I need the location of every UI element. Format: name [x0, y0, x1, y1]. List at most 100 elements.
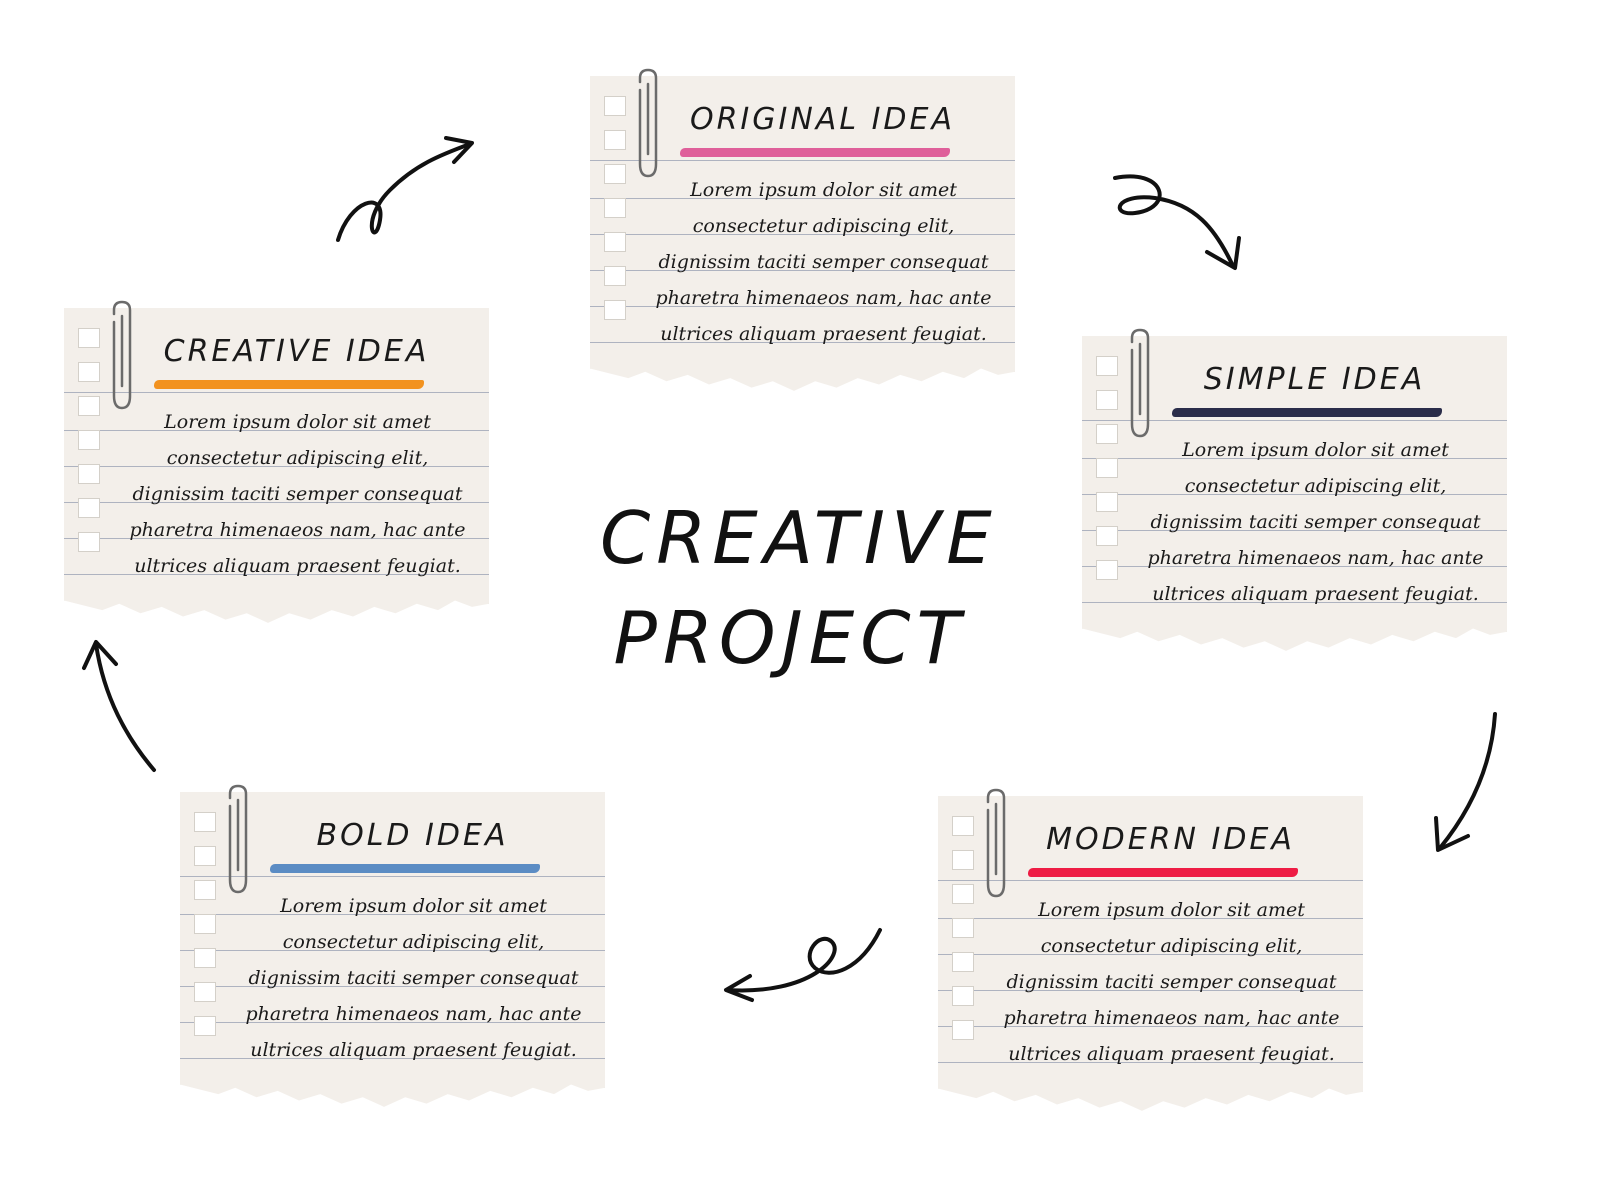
card-body-line: pharetra himenaeos nam, hac ante	[245, 1003, 582, 1025]
card-creative-idea: CREATIVE IDEA Lorem ipsum dolor sit amet…	[64, 300, 489, 626]
card-body-line: pharetra himenaeos nam, hac ante	[1003, 1007, 1340, 1029]
card-body: Lorem ipsum dolor sit amet consectetur a…	[640, 172, 1007, 352]
card-body-line: Lorem ipsum dolor sit amet	[1038, 899, 1305, 921]
ruled-line	[64, 574, 489, 575]
card-body-line: consectetur adipiscing elit,	[1184, 475, 1447, 497]
card-body-line: consectetur adipiscing elit,	[282, 931, 545, 953]
card-body-line: pharetra himenaeos nam, hac ante	[129, 519, 466, 541]
binder-hole	[194, 914, 216, 934]
center-title-line1: CREATIVE	[600, 496, 998, 580]
card-body-line: dignissim taciti semper consequat	[658, 251, 989, 273]
binder-hole	[194, 1016, 216, 1036]
ruled-line	[1082, 494, 1507, 495]
card-body-line: pharetra himenaeos nam, hac ante	[1147, 547, 1484, 569]
card-bold-idea: BOLD IDEA Lorem ipsum dolor sit amet con…	[180, 784, 605, 1110]
card-body-line: dignissim taciti semper consequat	[1150, 511, 1481, 533]
binder-hole	[194, 812, 216, 832]
binder-hole	[604, 96, 626, 116]
binder-hole	[1096, 390, 1118, 410]
ruled-line	[64, 430, 489, 431]
card-title: SIMPLE IDEA	[1203, 362, 1426, 397]
paperclip-icon	[638, 68, 658, 178]
ruled-line	[1082, 420, 1507, 421]
card-body-line: consectetur adipiscing elit,	[692, 215, 955, 237]
card-title: ORIGINAL IDEA	[689, 102, 956, 137]
card-body-line: consectetur adipiscing elit,	[166, 447, 429, 469]
binder-hole	[78, 328, 100, 348]
ruled-line	[938, 1026, 1363, 1027]
ruled-line	[64, 392, 489, 393]
arrow-simple-to-modern-icon	[1434, 712, 1497, 852]
ruled-line	[1082, 566, 1507, 567]
brush-underline	[1172, 408, 1442, 417]
card-body-line: ultrices aliquam praesent feugiat.	[660, 323, 987, 345]
binder-hole	[952, 884, 974, 904]
ruled-line	[590, 198, 1015, 199]
binder-hole	[604, 300, 626, 320]
card-body-line: ultrices aliquam praesent feugiat.	[134, 555, 461, 577]
card-body-line: dignissim taciti semper consequat	[132, 483, 463, 505]
ruled-line	[180, 876, 605, 877]
card-body-line: ultrices aliquam praesent feugiat.	[1152, 583, 1479, 605]
ruled-line	[180, 914, 605, 915]
brush-underline	[680, 148, 950, 157]
paper-background	[590, 76, 1015, 391]
binder-hole	[1096, 526, 1118, 546]
paperclip-icon	[986, 788, 1006, 898]
center-title-line2: PROJECT	[613, 596, 967, 680]
ruled-line	[590, 234, 1015, 235]
paper-background	[1082, 336, 1507, 651]
paper-background	[938, 796, 1363, 1111]
arrow-original-to-simple-icon	[1113, 174, 1241, 270]
binder-hole	[952, 850, 974, 870]
binder-hole	[78, 464, 100, 484]
ruled-line	[590, 342, 1015, 343]
ruled-line	[180, 1058, 605, 1059]
ruled-line	[590, 306, 1015, 307]
center-title: CREATIVE PROJECT	[600, 488, 998, 688]
ruled-line	[1082, 458, 1507, 459]
binder-hole	[194, 982, 216, 1002]
card-original-idea: ORIGINAL IDEA Lorem ipsum dolor sit amet…	[590, 68, 1015, 394]
card-body: Lorem ipsum dolor sit amet consectetur a…	[230, 888, 597, 1068]
ruled-line	[938, 880, 1363, 881]
ruled-line	[64, 502, 489, 503]
brush-underline	[270, 864, 540, 873]
ruled-line	[180, 986, 605, 987]
arrow-creative-to-original-icon	[336, 136, 474, 242]
card-body: Lorem ipsum dolor sit amet consectetur a…	[1132, 432, 1499, 612]
binder-hole	[604, 198, 626, 218]
ruled-line	[180, 1022, 605, 1023]
binder-hole	[194, 880, 216, 900]
ruled-line	[938, 1062, 1363, 1063]
ruled-line	[938, 918, 1363, 919]
card-body-line: ultrices aliquam praesent feugiat.	[1008, 1043, 1335, 1065]
card-title: MODERN IDEA	[1046, 822, 1295, 857]
binder-hole	[1096, 492, 1118, 512]
binder-hole	[1096, 356, 1118, 376]
brush-underline	[1028, 868, 1298, 877]
arrow-bold-to-creative-icon	[82, 640, 156, 772]
card-body-line: consectetur adipiscing elit,	[1040, 935, 1303, 957]
binder-hole	[604, 232, 626, 252]
card-body-line: dignissim taciti semper consequat	[1006, 971, 1337, 993]
card-modern-idea: MODERN IDEA Lorem ipsum dolor sit amet c…	[938, 788, 1363, 1114]
binder-hole	[952, 1020, 974, 1040]
card-body-line: Lorem ipsum dolor sit amet	[164, 411, 431, 433]
paperclip-icon	[112, 300, 132, 410]
paper-background	[64, 308, 489, 623]
card-body-line: dignissim taciti semper consequat	[248, 967, 579, 989]
card-body-line: Lorem ipsum dolor sit amet	[690, 179, 957, 201]
card-body-line: Lorem ipsum dolor sit amet	[1182, 439, 1449, 461]
paperclip-icon	[228, 784, 248, 894]
binder-hole	[1096, 458, 1118, 478]
paperclip-icon	[1130, 328, 1150, 438]
brush-underline	[154, 380, 424, 389]
binder-hole	[78, 532, 100, 552]
card-body-line: ultrices aliquam praesent feugiat.	[250, 1039, 577, 1061]
card-title: BOLD IDEA	[316, 818, 509, 853]
binder-hole	[1096, 424, 1118, 444]
binder-hole	[604, 130, 626, 150]
binder-hole	[78, 362, 100, 382]
binder-hole	[1096, 560, 1118, 580]
